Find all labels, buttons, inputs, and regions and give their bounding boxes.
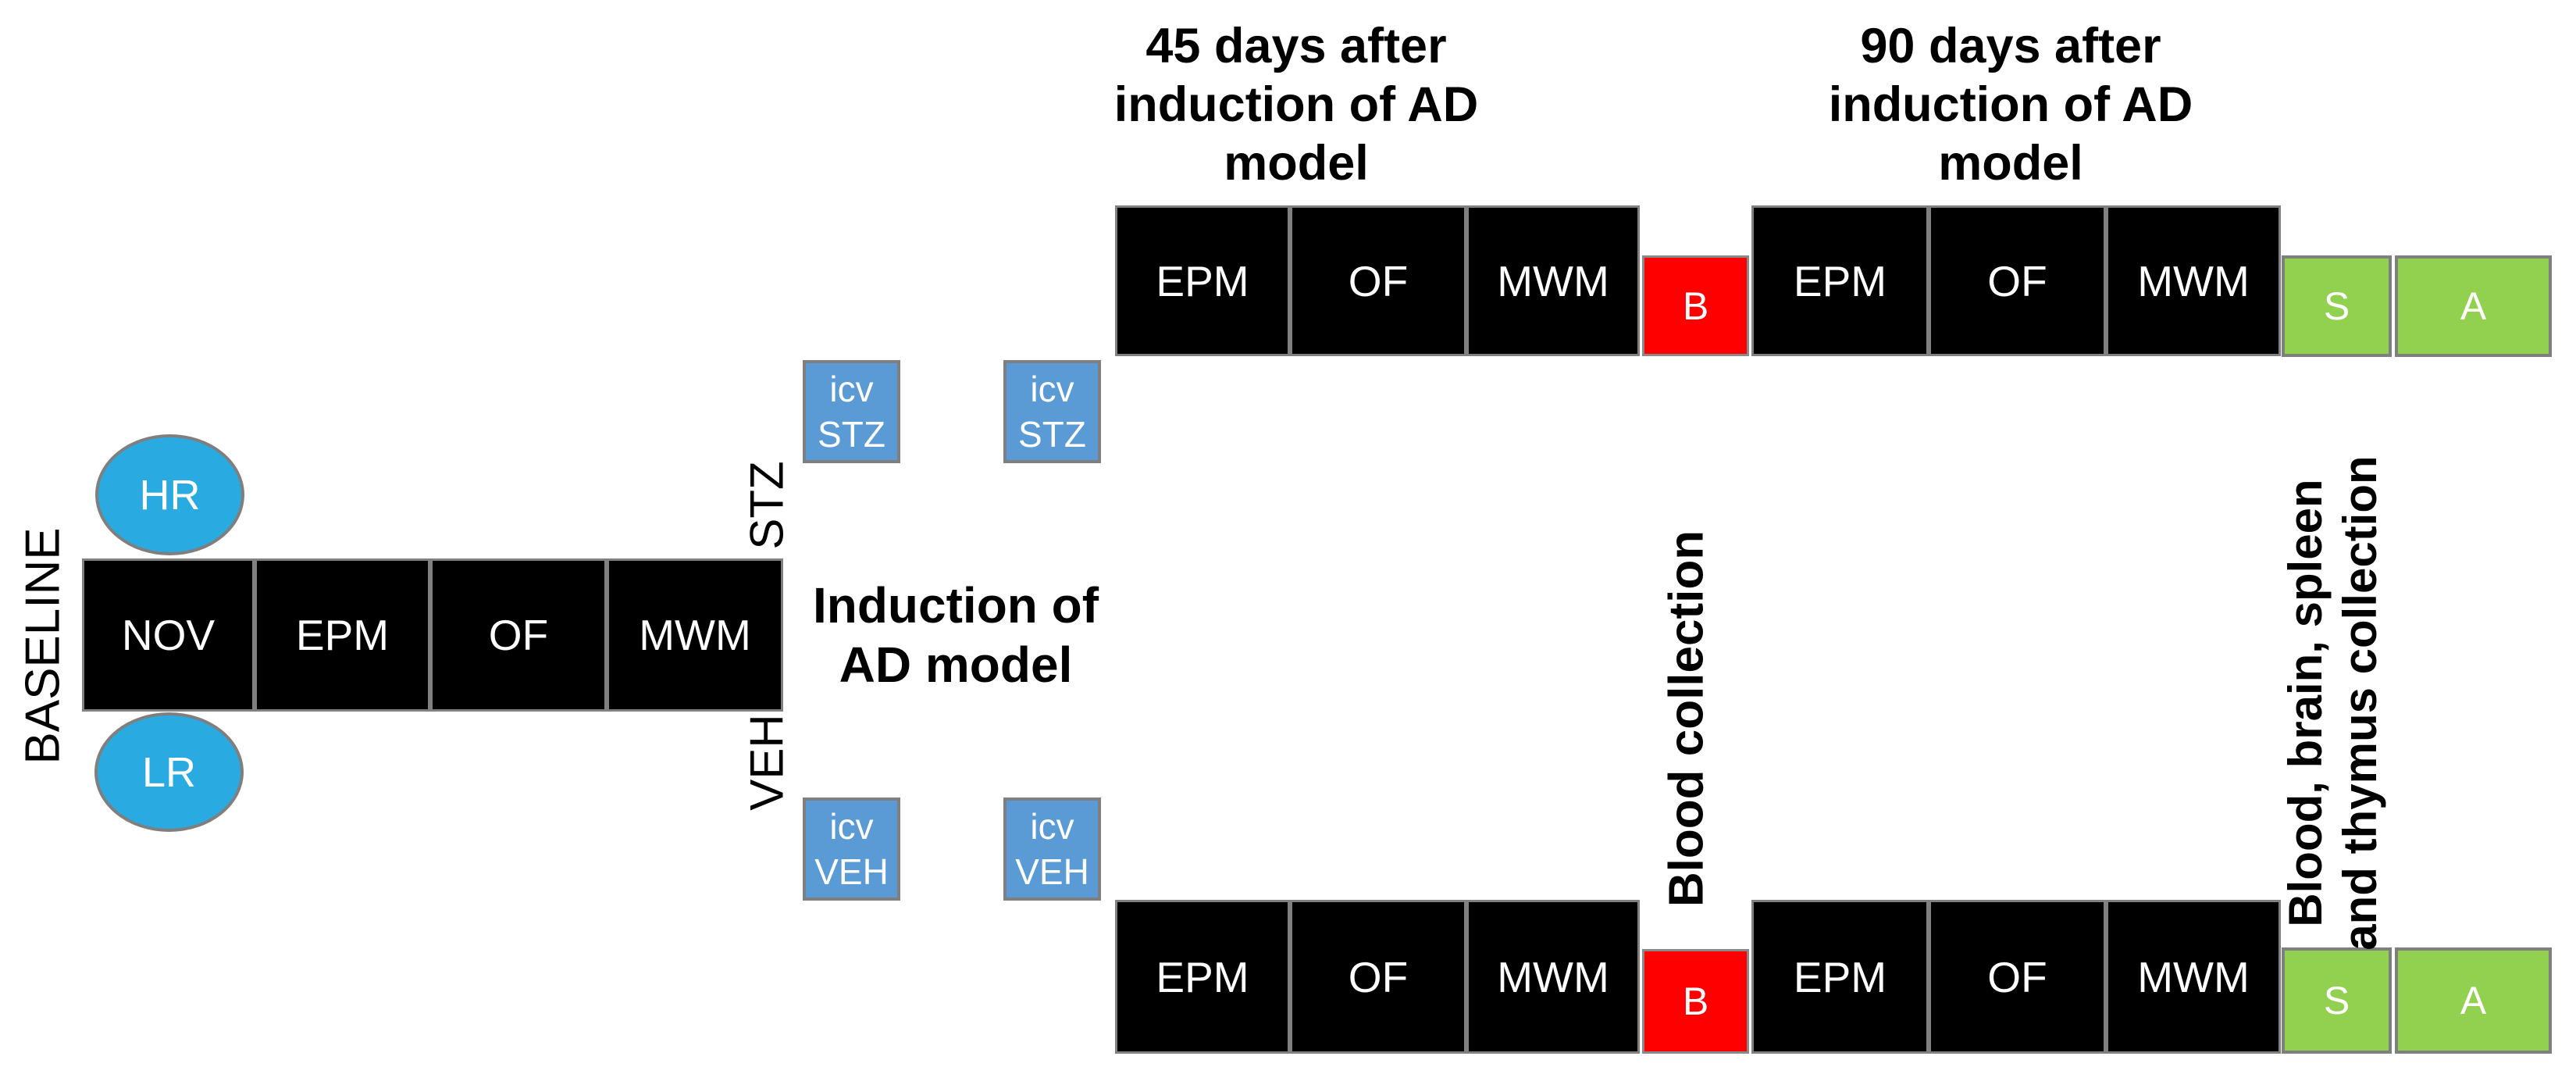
baseline-test-box-nov: NOV xyxy=(82,558,255,712)
veh-branch-label: VEH xyxy=(740,714,793,811)
icv-stz-box-1: icv STZ xyxy=(803,360,900,463)
veh-90d-test-box-of: OF xyxy=(1929,900,2106,1054)
baseline-test-box-of: OF xyxy=(430,558,607,712)
icv-word: icv xyxy=(1030,806,1074,847)
stz-terminal-box-s: S xyxy=(2282,255,2392,357)
stz-word: STZ xyxy=(818,414,885,455)
header-90-line3: model xyxy=(1938,136,2083,191)
veh-terminal-box-s: S xyxy=(2282,947,2392,1054)
icv-veh-box-2: icv VEH xyxy=(1003,797,1101,901)
baseline-axis-label: BASELINE xyxy=(16,527,70,765)
veh-45d-test-box-epm: EPM xyxy=(1115,900,1290,1054)
stz-90d-test-box-mwm: MWM xyxy=(2106,205,2281,356)
veh-terminal-box-a: A xyxy=(2395,947,2552,1054)
stz-90d-test-box-epm: EPM xyxy=(1751,205,1929,356)
stz-90d-test-box-of: OF xyxy=(1929,205,2106,356)
header-90-line1: 90 days after xyxy=(1860,19,2161,73)
header-45-line2: induction of AD xyxy=(1113,77,1479,132)
induction-title-line1: Induction of xyxy=(812,577,1099,633)
stz-branch-label: STZ xyxy=(740,461,793,550)
icv-veh-box-1: icv VEH xyxy=(803,797,900,901)
blood-collection-annotation: Blood collection xyxy=(1659,530,1714,908)
baseline-test-box-mwm: MWM xyxy=(607,558,783,712)
veh-blood-box: B xyxy=(1642,949,1749,1054)
icv-word: icv xyxy=(829,369,874,409)
header-90-line2: induction of AD xyxy=(1828,77,2193,132)
final-collection-annotation: Blood, brain, spleen and thymus collecti… xyxy=(2278,455,2388,950)
header-45-line3: model xyxy=(1224,136,1369,191)
final-collection-line2: and thymus collection xyxy=(2334,455,2386,951)
group-ellipse-lr: LR xyxy=(94,712,244,832)
header-90-days: 90 days after induction of AD model xyxy=(1737,17,2284,193)
veh-90d-test-box-mwm: MWM xyxy=(2106,900,2281,1054)
header-45-days: 45 days after induction of AD model xyxy=(1023,17,1569,193)
icv-word: icv xyxy=(1030,369,1074,409)
stz-word: STZ xyxy=(1018,414,1086,455)
stz-45d-test-box-mwm: MWM xyxy=(1466,205,1640,356)
stz-terminal-box-a: A xyxy=(2395,255,2552,357)
header-45-line1: 45 days after xyxy=(1145,19,1447,73)
group-ellipse-hr: HR xyxy=(95,434,244,555)
stz-45d-test-box-of: OF xyxy=(1290,205,1466,356)
veh-45d-test-box-of: OF xyxy=(1290,900,1466,1054)
veh-45d-test-box-mwm: MWM xyxy=(1466,900,1640,1054)
stz-45d-test-box-epm: EPM xyxy=(1115,205,1290,356)
final-collection-line1: Blood, brain, spleen xyxy=(2279,479,2332,927)
veh-90d-test-box-epm: EPM xyxy=(1751,900,1929,1054)
induction-title-line2: AD model xyxy=(839,637,1073,693)
veh-word: VEH xyxy=(814,851,889,892)
veh-word: VEH xyxy=(1015,851,1089,892)
icv-word: icv xyxy=(829,806,874,847)
induction-title: Induction of AD model xyxy=(800,576,1112,694)
icv-stz-box-2: icv STZ xyxy=(1003,360,1101,463)
stz-blood-box: B xyxy=(1642,255,1749,356)
baseline-test-box-epm: EPM xyxy=(255,558,430,712)
